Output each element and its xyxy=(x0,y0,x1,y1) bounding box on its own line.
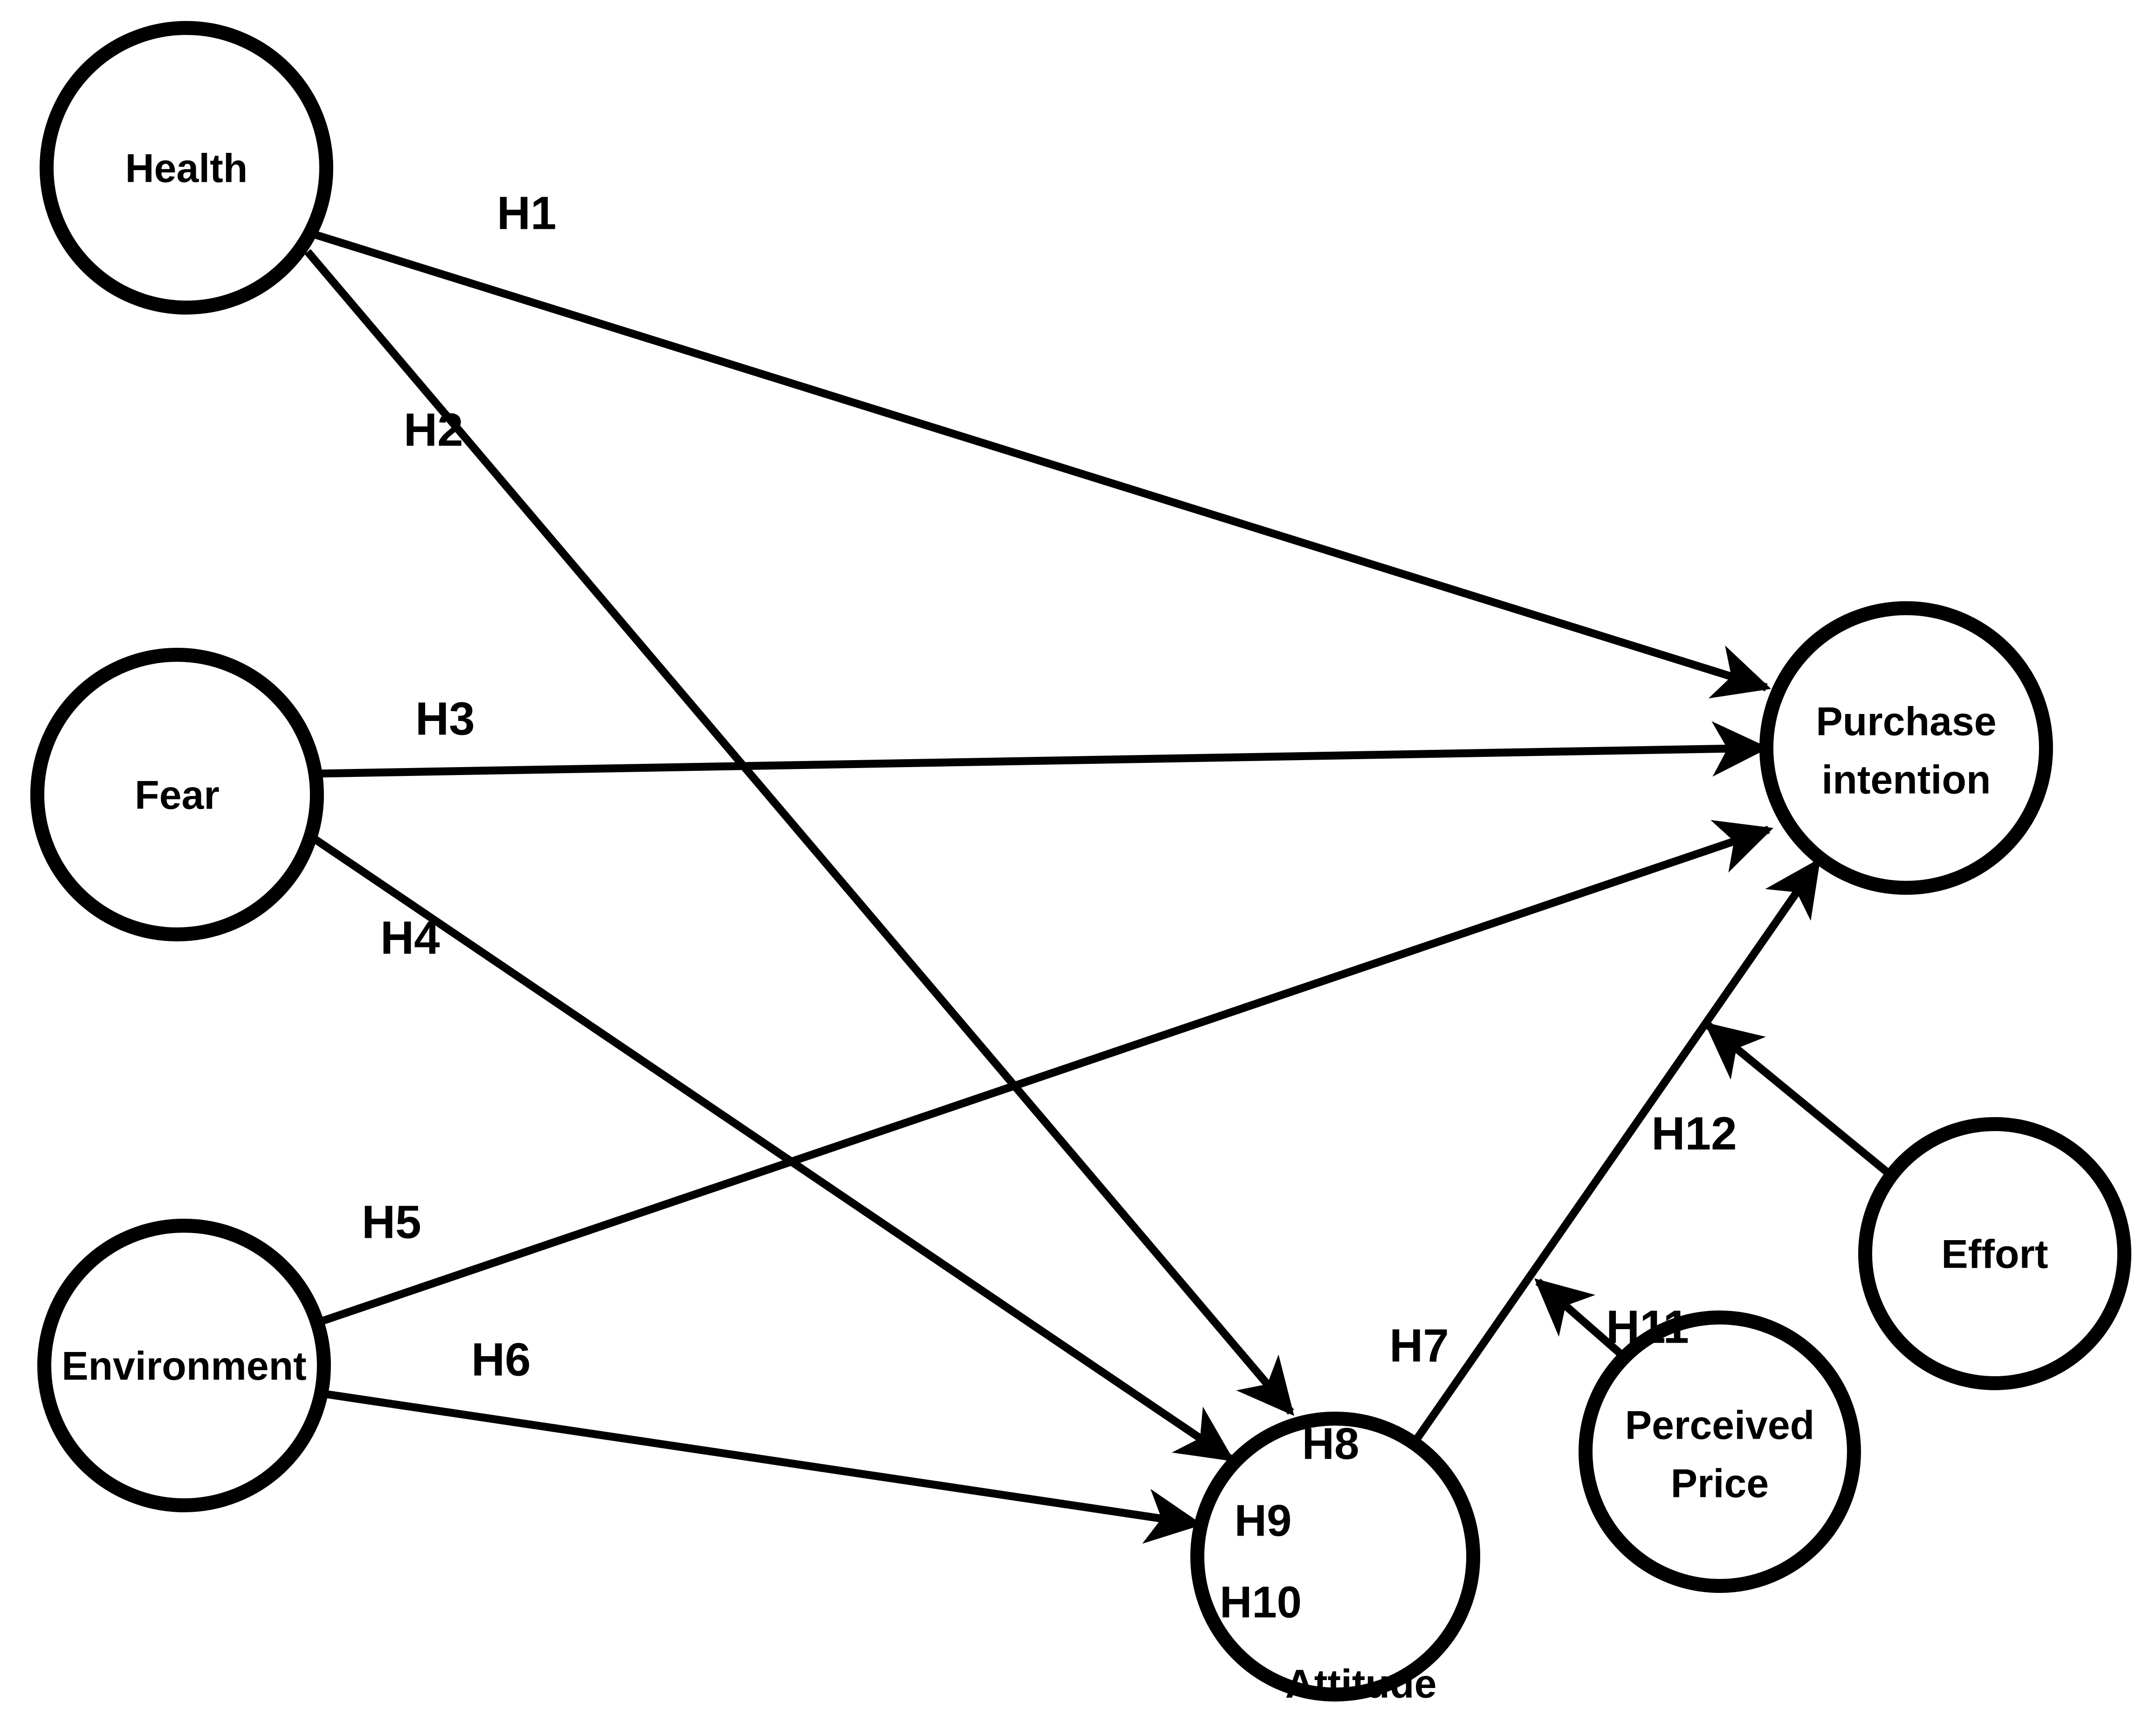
edge-h4-line xyxy=(305,830,1235,1462)
node-attitude-circle[interactable] xyxy=(1190,1412,1480,1702)
node-layer xyxy=(30,21,2131,1702)
node-fear-circle[interactable] xyxy=(30,648,324,941)
node-fear-label: Fear xyxy=(135,773,220,818)
node-environment-circle[interactable] xyxy=(37,1219,331,1512)
hypothesis-label-h11: H11 xyxy=(1606,1301,1689,1353)
node-effort-label: Effort xyxy=(1941,1232,2048,1277)
hypothesis-label-h1: H1 xyxy=(497,187,556,239)
hypothesis-label-h10: H10 xyxy=(1220,1577,1302,1627)
edge-h5-line xyxy=(320,820,1774,1325)
edge-h11-line xyxy=(1534,1278,1634,1366)
node-perceived-price-label-line2: Price xyxy=(1671,1461,1769,1506)
node-attitude-label: Attitude xyxy=(1285,1662,1437,1707)
node-purchase-intention-label-line2: intention xyxy=(1821,758,1991,803)
hypothesis-label-h4: H4 xyxy=(380,912,440,964)
edge-h1-line xyxy=(309,229,1771,699)
hypothesis-label-h7: H7 xyxy=(1389,1319,1449,1372)
node-environment-label: Environment xyxy=(62,1344,307,1389)
node-purchase-intention-circle[interactable] xyxy=(1759,601,2053,895)
hypothesis-label-h12: H12 xyxy=(1651,1107,1737,1160)
attitude-inner-label-layer: H8 H9 H10 xyxy=(1220,1419,1359,1627)
hypothesis-label-h8: H8 xyxy=(1302,1419,1360,1468)
hypothesis-label-layer: H1 H2 H3 H4 H5 H6 H7 H11 H12 xyxy=(362,187,1737,1386)
edge-layer xyxy=(304,229,1893,1544)
edge-h2-line xyxy=(304,249,1294,1416)
edge-h12-line xyxy=(1704,1022,1893,1178)
edge-h3-line xyxy=(316,721,1769,778)
node-perceived-price-label-line1: Perceived xyxy=(1625,1403,1814,1448)
node-perceived-price-circle[interactable] xyxy=(1579,1310,1861,1593)
node-health-circle[interactable] xyxy=(40,21,333,315)
node-health-label: Health xyxy=(125,146,248,191)
node-effort-circle[interactable] xyxy=(1858,1117,2131,1390)
hypothesis-label-h3: H3 xyxy=(415,693,475,745)
node-purchase-intention-label-line1: Purchase xyxy=(1816,700,1996,744)
hypothesis-label-h2: H2 xyxy=(404,404,463,456)
edge-h6-line xyxy=(321,1389,1203,1544)
node-label-layer: Health Fear Environment Purchase intenti… xyxy=(62,146,2048,1707)
hypothesis-label-h5: H5 xyxy=(362,1196,421,1248)
hypothesis-label-h9: H9 xyxy=(1235,1496,1292,1545)
edge-h7-line xyxy=(1411,858,1821,1445)
hypothesis-label-h6: H6 xyxy=(471,1333,531,1386)
